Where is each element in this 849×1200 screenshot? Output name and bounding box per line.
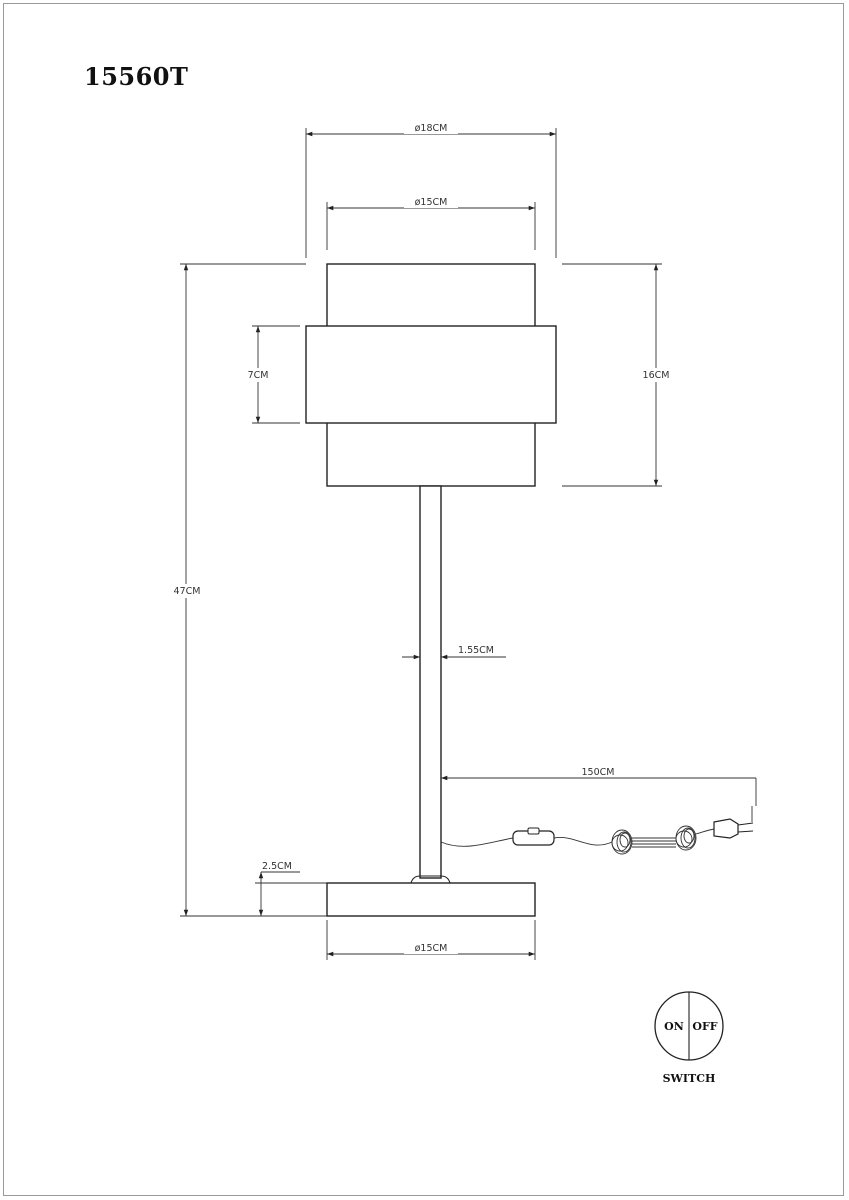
drawing-frame <box>3 3 844 1196</box>
cable-bundle <box>632 837 676 848</box>
outer-shade-band <box>305 325 557 424</box>
switch-rocker <box>527 827 540 835</box>
stem-tube <box>419 485 442 879</box>
coiled-cable-right <box>675 825 697 851</box>
total-height-label: 47CM <box>174 586 201 597</box>
lamp-stem <box>410 485 451 884</box>
base-height-label: 2.5CM <box>262 861 292 872</box>
cable-segment <box>553 836 613 846</box>
switch-off-label: OFF <box>692 1020 717 1033</box>
cable-segment <box>695 828 715 835</box>
switch-caption: SWITCH <box>663 1072 716 1085</box>
cable-segment <box>440 837 514 847</box>
switch-legend: ON OFF SWITCH <box>654 991 724 1085</box>
band-height-label: 7CM <box>248 370 269 381</box>
dimension-lines: ø18CM ø15CM 7CM 16CM 47CM 1.55CM 150CM 2… <box>168 122 757 960</box>
base-diameter-label: ø15CM <box>415 943 448 954</box>
cable-length-label: 150CM <box>582 767 615 778</box>
model-code: 15560T <box>84 62 189 91</box>
power-cord <box>440 806 754 855</box>
stem-diameter-label: 1.55CM <box>458 645 494 656</box>
lamp-base <box>326 882 536 917</box>
inner-shade-diameter-label: ø15CM <box>415 197 448 208</box>
switch-on-label: ON <box>664 1020 684 1033</box>
stem-collar <box>410 875 451 884</box>
plug-icon <box>713 806 754 839</box>
lamp-shade <box>305 263 557 487</box>
shade-height-label: 16CM <box>643 370 670 381</box>
coiled-cable-left <box>611 829 633 855</box>
outer-shade-diameter-label: ø18CM <box>415 123 448 134</box>
